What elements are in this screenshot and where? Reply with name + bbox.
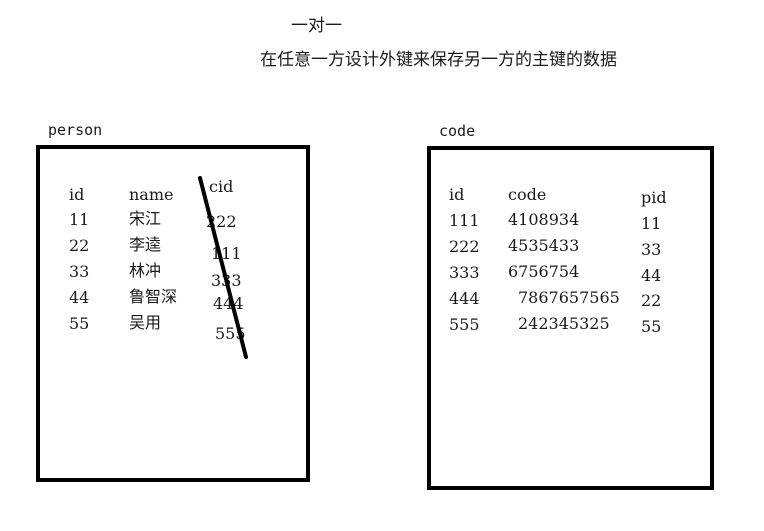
- person-row-3-id: 33: [69, 262, 90, 281]
- diagram-title: 一对一: [291, 16, 342, 36]
- code-row-1-code: 4108934: [508, 210, 580, 229]
- code-row-3-pid: 44: [641, 266, 662, 285]
- code-row-2-pid: 33: [641, 240, 662, 259]
- code-table-box: [427, 146, 714, 490]
- code-row-2-code: 4535433: [508, 236, 580, 255]
- person-row-1-name: 宋江: [129, 209, 162, 228]
- person-col-name: name: [129, 185, 174, 204]
- code-row-5-pid: 55: [641, 317, 662, 336]
- code-row-3-id: 333: [449, 263, 480, 282]
- code-col-code: code: [508, 185, 547, 204]
- person-table-box: [36, 145, 310, 482]
- person-table-label: person: [48, 121, 103, 139]
- code-row-5-code: 242345325: [518, 314, 610, 333]
- person-row-2-id: 22: [69, 236, 90, 255]
- code-col-pid: pid: [641, 188, 667, 207]
- person-row-2-name: 李逵: [129, 235, 162, 254]
- code-row-4-pid: 22: [641, 291, 662, 310]
- person-row-3-name: 林冲: [129, 261, 162, 280]
- code-row-2-id: 222: [449, 237, 480, 256]
- code-table-label: code: [439, 122, 476, 140]
- code-row-4-id: 444: [449, 289, 480, 308]
- person-col-cid: cid: [209, 177, 234, 196]
- code-col-id: id: [449, 185, 465, 204]
- code-row-5-id: 555: [449, 315, 480, 334]
- code-row-3-code: 6756754: [508, 262, 580, 281]
- person-row-5-id: 55: [69, 314, 90, 333]
- diagram-subtitle: 在任意一方设计外键来保存另一方的主键的数据: [260, 50, 617, 70]
- person-row-4-id: 44: [69, 288, 90, 307]
- code-row-1-pid: 11: [641, 214, 662, 233]
- person-row-4-cid: 444: [213, 294, 244, 313]
- code-row-4-code: 7867657565: [518, 288, 620, 307]
- person-col-id: id: [69, 185, 85, 204]
- code-row-1-id: 111: [449, 211, 480, 230]
- person-row-4-name: 鲁智深: [129, 287, 178, 306]
- person-row-1-id: 11: [69, 210, 90, 229]
- person-row-5-name: 吴用: [129, 313, 162, 332]
